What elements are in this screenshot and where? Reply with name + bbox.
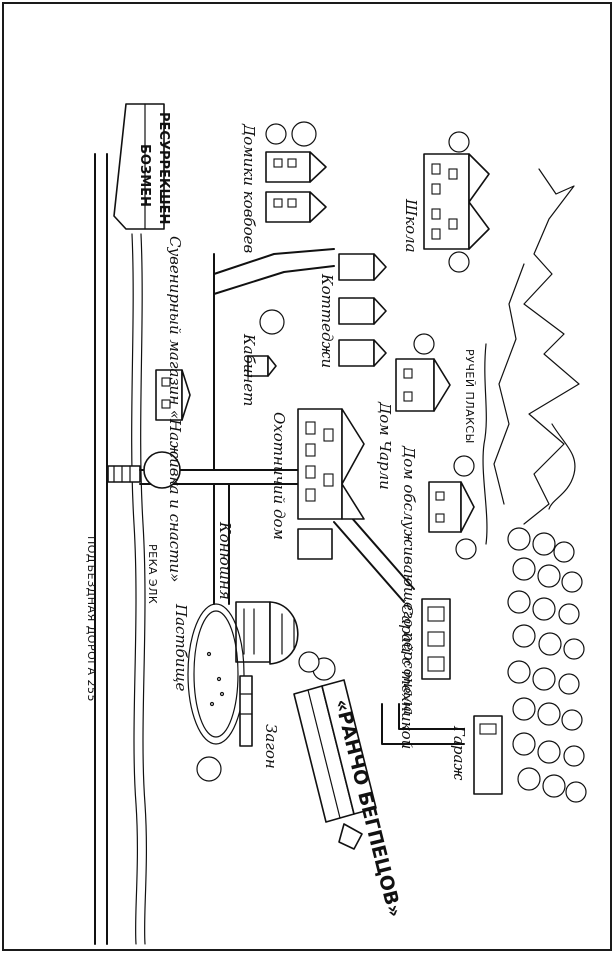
road-label: ПОДЪЕЗДНАЯ ДОРОГА 255 (85, 536, 98, 702)
charley-house-building (395, 333, 451, 412)
cowboy-cabins-buildings (265, 121, 327, 223)
hunting-house-building (297, 408, 365, 560)
ranch-map: РЕСУРРЕКШЕН БОЗМЕН (85, 103, 587, 945)
tree (298, 651, 320, 673)
label-school: Школа (402, 198, 420, 253)
ranch-sign (293, 679, 377, 850)
service-house-building (428, 455, 477, 560)
label-hunting-house: Охотничий дом (270, 412, 288, 540)
creek-label: РУЧЕЙ ПЛАКСЫ (463, 349, 476, 444)
label-cottages: Коттеджи (318, 273, 336, 368)
bridge (107, 465, 141, 483)
pasture-fence (187, 603, 245, 745)
store-badge (143, 451, 181, 489)
label-pen: Загон (262, 724, 280, 769)
label-cowboy-cabins: Домики ковбоев (240, 123, 258, 253)
forest (507, 527, 587, 803)
label-garage: Гараж (450, 725, 468, 780)
garage-building (473, 715, 503, 795)
tree (196, 756, 222, 782)
label-store: Сувенирный магазин «Наживка и снасти» (166, 236, 184, 582)
elk-river (131, 233, 148, 945)
cabinet-building (247, 309, 285, 377)
label-stable: Конюшня (216, 521, 234, 600)
label-charley-house: Дом Чарли (376, 401, 394, 490)
label-cabinet: Кабинет (240, 333, 258, 406)
sign-resurrection: РЕСУРРЕКШЕН (156, 112, 171, 224)
mountains (493, 168, 580, 525)
main-road (94, 153, 108, 945)
creek (482, 343, 488, 545)
river-label: РЕКА ЭЛК (146, 544, 159, 604)
sign-bozeman: БОЗМЕН (137, 144, 152, 207)
store-building (155, 369, 191, 421)
label-pasture: Пастбище (172, 603, 190, 691)
label-service-house: Дом обслуживающего персонала (400, 445, 418, 715)
equipment-barn-building (421, 598, 451, 680)
cottages-buildings (338, 253, 387, 367)
label-equipment-barn: Сарай с техникой (398, 604, 416, 749)
stable-building (235, 601, 299, 665)
signpost (113, 103, 165, 230)
pen-structure (239, 675, 253, 747)
school-building (423, 131, 490, 273)
